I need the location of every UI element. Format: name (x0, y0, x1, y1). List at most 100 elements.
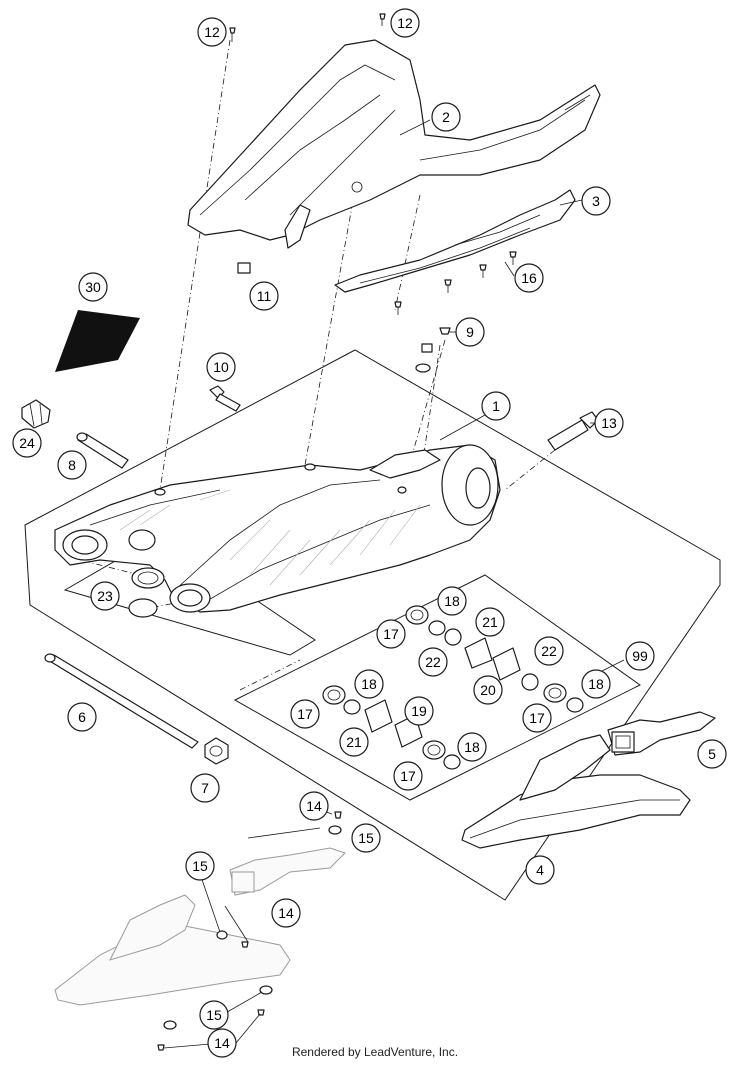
svg-text:4: 4 (536, 862, 544, 878)
callout-17c: 17 (522, 703, 552, 733)
callout-22b: 22 (534, 636, 564, 666)
hardware-top (229, 13, 517, 373)
swingarm-assembly-frame (24, 349, 721, 901)
svg-text:17: 17 (400, 768, 416, 784)
svg-text:15: 15 (358, 830, 374, 846)
callout-12b: 12 (390, 8, 420, 38)
callout-10: 10 (206, 352, 236, 382)
bolt-13 (547, 411, 599, 451)
callout-3: 3 (581, 186, 611, 216)
callout-17a: 17 (376, 619, 406, 649)
chain-slider-4 (461, 734, 691, 849)
svg-text:21: 21 (482, 614, 498, 630)
svg-text:23: 23 (97, 588, 113, 604)
svg-text:14: 14 (278, 905, 294, 921)
chain-guide-5 (607, 711, 716, 756)
swingarm-axle (44, 653, 199, 749)
callout-15a: 15 (351, 823, 381, 853)
svg-text:22: 22 (425, 654, 441, 670)
callout-9: 9 (455, 317, 485, 347)
callout-14c: 14 (207, 1028, 237, 1058)
svg-text:14: 14 (306, 798, 322, 814)
leader-lines (163, 119, 625, 1049)
callout-18c: 18 (581, 669, 611, 699)
callout-16: 16 (514, 263, 544, 293)
cap-part (21, 399, 51, 429)
svg-text:17: 17 (383, 626, 399, 642)
hardware-bottom (157, 811, 342, 1051)
callout-6: 6 (67, 702, 97, 732)
svg-text:22: 22 (541, 643, 557, 659)
decal-sticker (55, 310, 140, 372)
svg-text:1: 1 (492, 398, 500, 414)
svg-text:7: 7 (201, 780, 209, 796)
svg-text:18: 18 (444, 593, 460, 609)
callout-24: 24 (12, 428, 42, 458)
callout-8: 8 (57, 450, 87, 480)
svg-text:30: 30 (85, 279, 101, 295)
callout-12a: 12 (197, 17, 227, 47)
callout-4: 4 (525, 855, 555, 885)
svg-text:2: 2 (442, 109, 450, 125)
swingarm-body (54, 444, 501, 613)
svg-text:99: 99 (632, 648, 648, 664)
svg-text:9: 9 (466, 324, 474, 340)
svg-text:16: 16 (521, 270, 537, 286)
svg-text:21: 21 (346, 734, 362, 750)
svg-text:3: 3 (592, 193, 600, 209)
svg-text:15: 15 (206, 1007, 222, 1023)
svg-text:15: 15 (192, 858, 208, 874)
callout-15b: 15 (185, 851, 215, 881)
callout-14b: 14 (271, 898, 301, 928)
svg-text:20: 20 (480, 682, 496, 698)
svg-text:18: 18 (361, 676, 377, 692)
svg-text:5: 5 (708, 746, 716, 762)
callout-21b: 21 (339, 727, 369, 757)
svg-text:19: 19 (411, 703, 427, 719)
axle-nut (204, 737, 229, 765)
callout-17d: 17 (393, 761, 423, 791)
callout-5: 5 (697, 739, 727, 769)
callout-14a: 14 (299, 791, 329, 821)
callout-13: 13 (594, 408, 624, 438)
callout-17b: 17 (290, 699, 320, 729)
pin-8 (76, 432, 129, 469)
rear-fender (187, 39, 601, 249)
callout-2: 2 (431, 102, 461, 132)
callout-18b: 18 (354, 669, 384, 699)
svg-text:13: 13 (601, 415, 617, 431)
svg-text:24: 24 (19, 435, 35, 451)
callout-21a: 21 (475, 607, 505, 637)
chain-guard-plate (334, 189, 576, 293)
callout-19: 19 (404, 696, 434, 726)
callout-11: 11 (249, 281, 279, 311)
svg-text:12: 12 (204, 24, 220, 40)
callout-1: 1 (481, 391, 511, 421)
bearing-kit-parts (322, 605, 584, 770)
svg-text:11: 11 (257, 288, 272, 304)
footer-credit: Rendered by LeadVenture, Inc. (291, 1045, 459, 1059)
callout-18a: 18 (437, 586, 467, 616)
callout-22a: 22 (418, 647, 448, 677)
callout-99: 99 (625, 641, 655, 671)
callout-15c: 15 (199, 1000, 229, 1030)
callout-23: 23 (90, 581, 120, 611)
svg-text:17: 17 (529, 710, 545, 726)
svg-text:18: 18 (464, 739, 480, 755)
svg-text:6: 6 (78, 709, 86, 725)
svg-text:17: 17 (297, 706, 313, 722)
callout-30: 30 (78, 272, 108, 302)
pivot-caps (128, 567, 165, 618)
svg-text:8: 8 (68, 457, 76, 473)
callout-7: 7 (190, 773, 220, 803)
svg-text:18: 18 (588, 676, 604, 692)
bolt-10 (209, 385, 241, 412)
chain-slider-ghost (54, 847, 346, 1006)
svg-text:10: 10 (213, 359, 229, 375)
svg-text:14: 14 (214, 1035, 230, 1051)
callout-20: 20 (473, 675, 503, 705)
callout-18d: 18 (457, 732, 487, 762)
bearing-kit-frame (233, 574, 641, 801)
svg-text:12: 12 (397, 15, 413, 31)
